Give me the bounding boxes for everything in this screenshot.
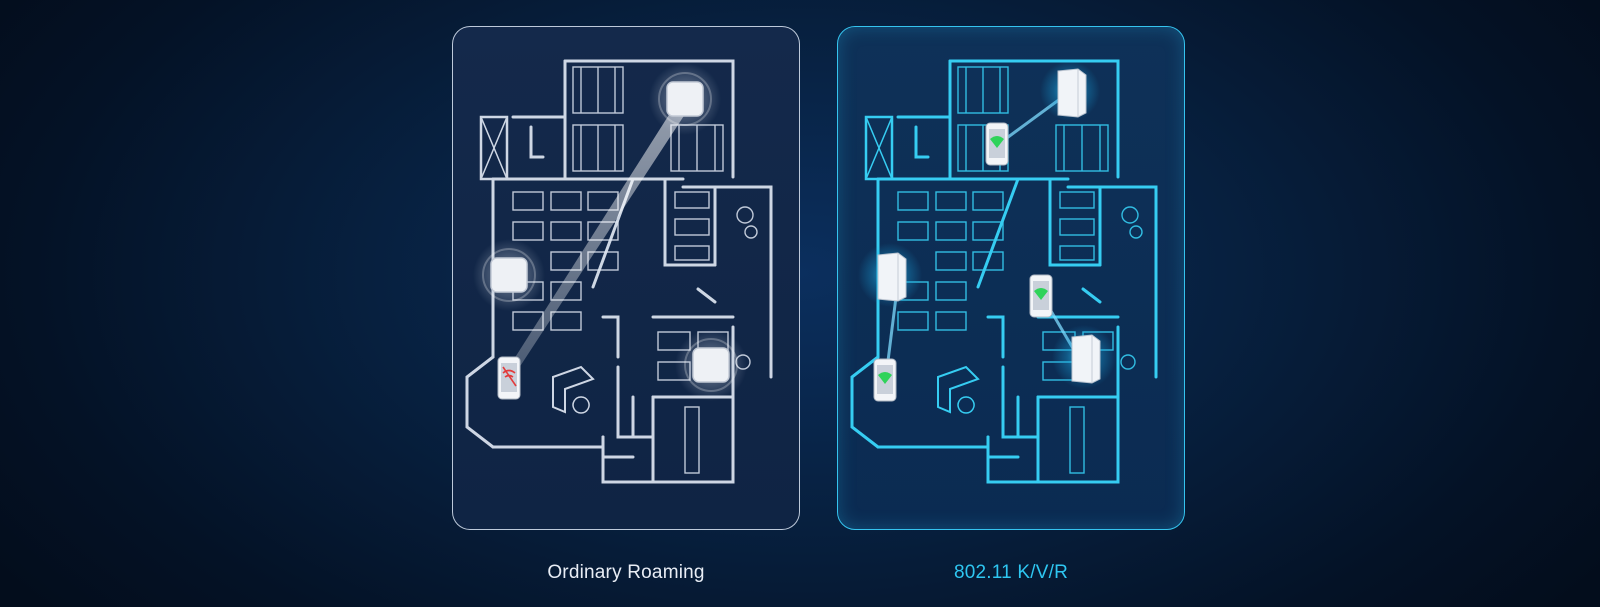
smartphone-icon (1029, 274, 1053, 318)
access-point-icon (649, 63, 721, 135)
floorplan-walls (850, 59, 1158, 484)
access-point-icon (675, 329, 747, 401)
wifi-icon (1034, 288, 1048, 300)
smartphone-icon (873, 358, 897, 402)
desk-clusters (512, 66, 758, 474)
ordinary-floorplan (465, 59, 773, 484)
kvr-roaming-panel (837, 26, 1185, 530)
wifi-icon (990, 136, 1004, 148)
access-point-icon (858, 243, 922, 307)
access-point-icon (473, 239, 545, 311)
ordinary-roaming-caption: Ordinary Roaming (547, 562, 705, 583)
ordinary-roaming-panel (452, 26, 800, 530)
connection-beam (509, 99, 691, 371)
wifi-icon (878, 372, 892, 384)
smartphone-icon (497, 356, 521, 400)
kvr-roaming-caption: 802.11 K/V/R (953, 562, 1068, 583)
access-point-icon (1040, 61, 1100, 121)
smartphone-icon (985, 122, 1009, 166)
no-wifi-icon (502, 366, 517, 387)
access-point-icon (1052, 325, 1116, 389)
kvr-floorplan (850, 59, 1158, 484)
